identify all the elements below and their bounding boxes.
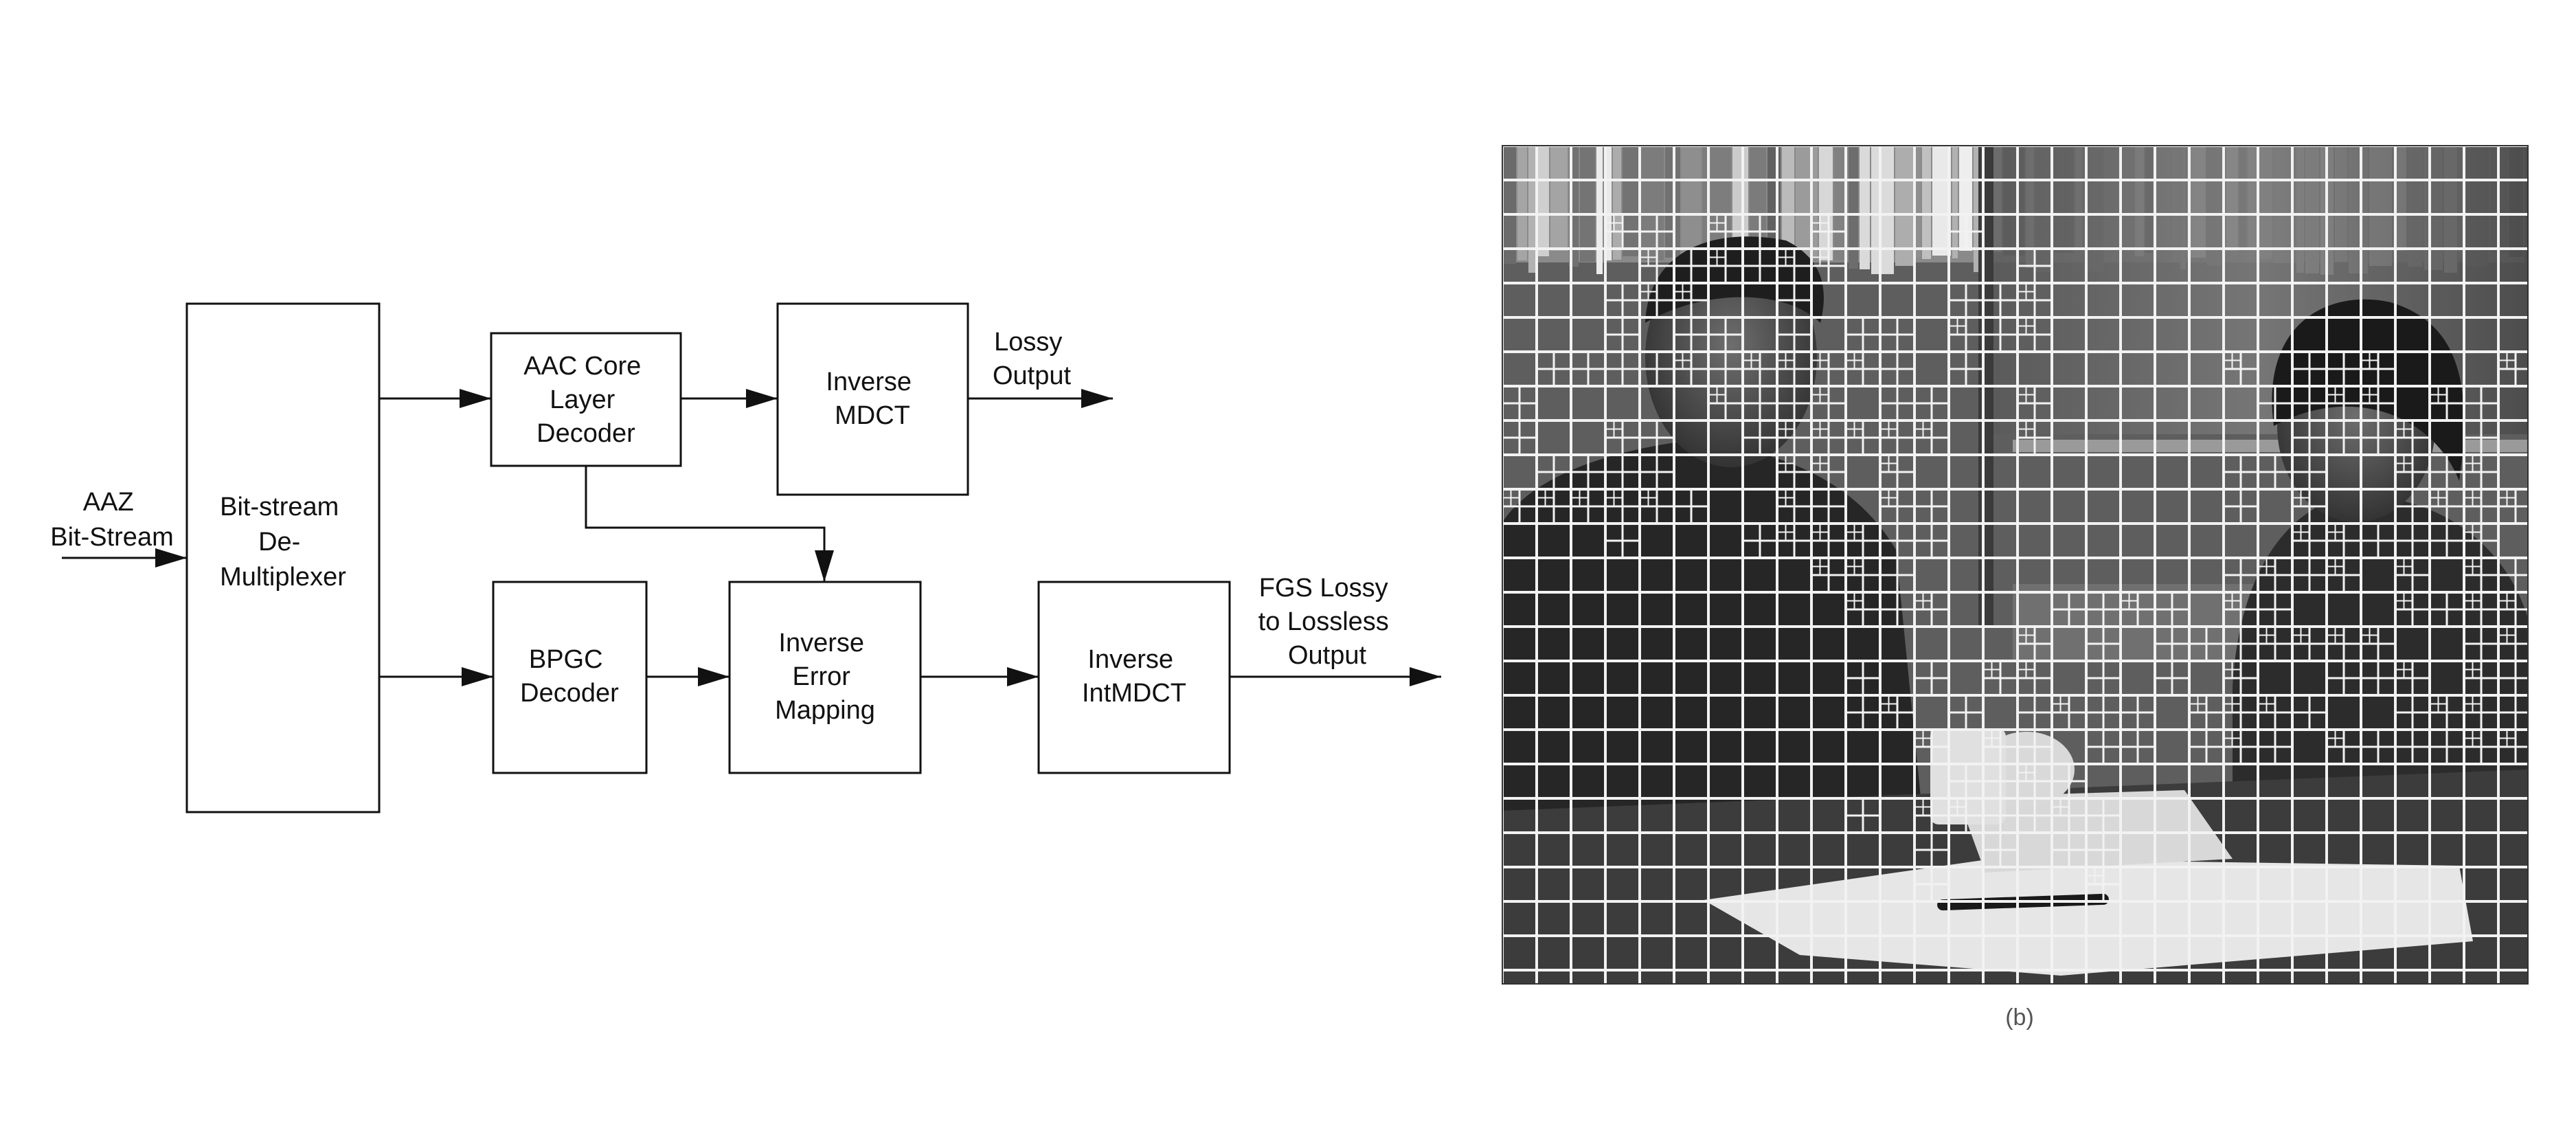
book-spine — [1537, 146, 1549, 256]
photo-caption: (b) — [2005, 1004, 2034, 1031]
book-spine — [1750, 146, 1766, 252]
book-spine — [1796, 146, 1818, 257]
inverse-error-mapping-label: Inverse Error Mapping — [775, 629, 875, 725]
book-spine — [1952, 146, 1958, 258]
book-spine — [1849, 146, 1858, 269]
lossy-output-label: Lossy Output — [993, 328, 1072, 390]
book-spine — [1517, 146, 1527, 260]
book-spine — [1915, 146, 1921, 257]
inverse-error-mapping-block — [728, 581, 922, 774]
bpgc-decoder-block — [492, 581, 648, 774]
book-spine — [1596, 146, 1603, 274]
book-spine — [1860, 146, 1870, 269]
book-spine — [1782, 146, 1794, 267]
book-spine — [1528, 146, 1535, 273]
book-spine — [1922, 146, 1931, 259]
input-label: AAZ Bit-Stream — [50, 488, 173, 552]
book-spine — [1871, 146, 1894, 274]
book-spine — [1623, 146, 1640, 256]
inverse-mdct-label: Inverse MDCT — [826, 368, 918, 430]
block-diagram — [62, 302, 1441, 813]
photo-scene — [1502, 146, 2528, 984]
aac-core-decoder-block — [490, 332, 682, 467]
book-spine — [1604, 146, 1612, 260]
book-spine — [1550, 146, 1568, 251]
book-spine — [1580, 146, 1595, 262]
aac-core-decoder-label: AAC Core Layer Decoder — [523, 352, 648, 448]
demux-block — [185, 302, 381, 813]
book-spine — [1702, 146, 1709, 274]
book-spine — [1502, 146, 1516, 264]
photo-frame — [1502, 145, 2529, 985]
demux-label: Bit-stream De- Multiplexer — [220, 493, 346, 592]
inverse-intmdct-block — [1037, 581, 1231, 774]
book-spine — [1613, 146, 1621, 260]
diagram-labels: AAZ Bit-Stream Bit-stream De- Multiplexe… — [50, 328, 1397, 725]
bpgc-decoder-label: BPGC Decoder — [520, 645, 619, 708]
book-spine — [1682, 146, 1701, 258]
inverse-intmdct-label: Inverse IntMDCT — [1082, 645, 1186, 708]
quadtree-photo: (b) — [1502, 145, 2529, 1031]
book-spine — [1641, 146, 1664, 260]
book-spine — [1819, 146, 1833, 260]
inverse-mdct-block — [776, 302, 969, 496]
quadtree-grid — [1502, 146, 2528, 984]
aac-to-error-mapping-arrow — [585, 466, 834, 582]
book-spine — [1895, 146, 1914, 266]
book-spine — [1767, 146, 1781, 251]
book-spine — [1959, 146, 1972, 251]
fgs-output-label: FGS Lossy to Lossless Output — [1258, 574, 1397, 670]
